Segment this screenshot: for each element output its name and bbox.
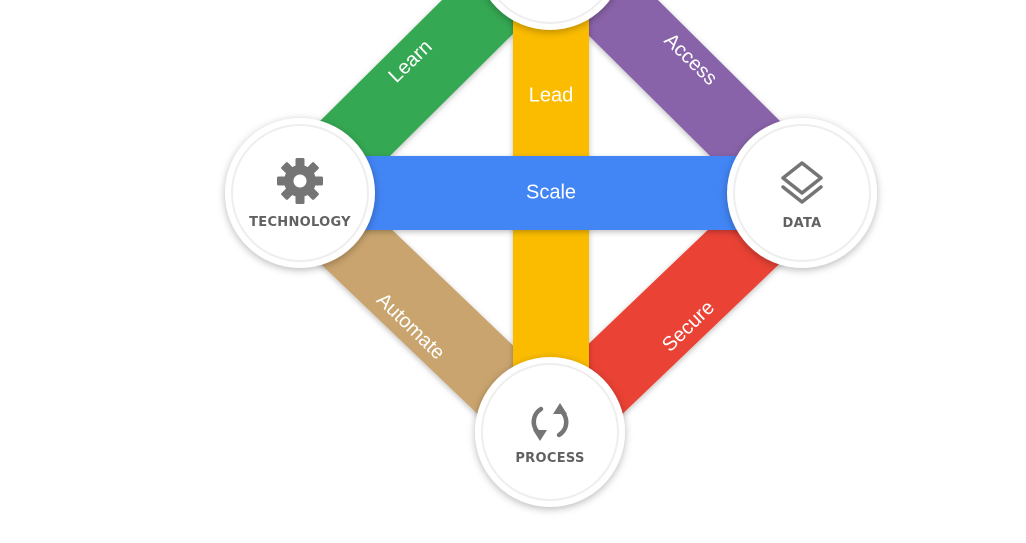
band-label-scale: Scale <box>526 181 576 203</box>
node-label-technology: TECHNOLOGY <box>249 215 351 230</box>
node-top <box>490 0 610 30</box>
node-label-data: DATA <box>783 216 822 231</box>
sync-arrows-icon <box>531 403 569 441</box>
node-data: DATA <box>727 118 877 268</box>
band-label-lead: Lead <box>529 84 574 106</box>
gear-icon <box>277 158 323 204</box>
node-label-process: PROCESS <box>515 451 584 466</box>
band-scale <box>345 156 755 230</box>
layers-icon <box>781 161 823 204</box>
node-technology: TECHNOLOGY <box>225 118 375 268</box>
node-process: PROCESS <box>475 357 625 507</box>
